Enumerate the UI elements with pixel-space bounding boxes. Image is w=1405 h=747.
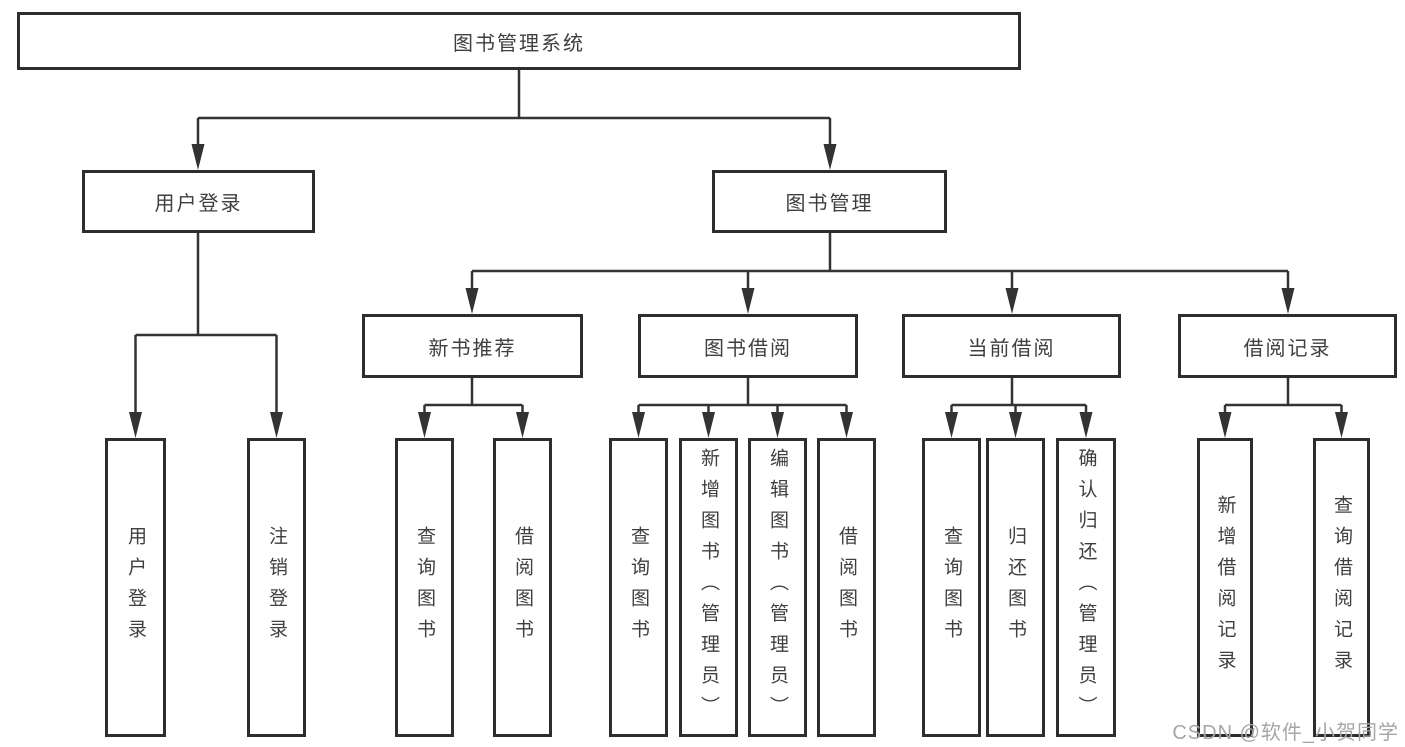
arrowheads	[129, 144, 1348, 438]
node-borrow-records: 借阅记录	[1178, 314, 1397, 378]
node-book-borrow-label: 图书借阅	[704, 337, 792, 360]
leaf-borrow-books-label: 借阅图书	[836, 525, 857, 650]
node-book-management-label: 图书管理	[785, 193, 874, 215]
leaf-query-books-recommend-label: 查询图书	[414, 525, 435, 650]
node-borrow-records-label: 借阅记录	[1243, 337, 1332, 360]
node-current-borrow-label: 当前借阅	[967, 337, 1056, 360]
leaf-query-books-recommend: 查询图书	[395, 438, 454, 737]
leaf-add-book-admin-label: 新增图书（管理员）	[698, 448, 719, 727]
leaf-borrow-books-recommend-label: 借阅图书	[512, 525, 533, 650]
node-current-borrow: 当前借阅	[902, 314, 1121, 378]
node-user-login: 用户登录	[82, 170, 315, 233]
leaf-borrow-books: 借阅图书	[817, 438, 876, 737]
leaf-query-books-current: 查询图书	[922, 438, 981, 737]
leaf-user-login-label: 用户登录	[125, 525, 146, 650]
leaf-query-borrow-record: 查询借阅记录	[1313, 438, 1370, 737]
node-book-borrow: 图书借阅	[638, 314, 858, 378]
leaf-return-book-label: 归还图书	[1005, 525, 1026, 650]
leaf-add-borrow-record: 新增借阅记录	[1197, 438, 1253, 737]
leaf-add-borrow-record-label: 新增借阅记录	[1214, 494, 1236, 681]
leaf-add-book-admin: 新增图书（管理员）	[679, 438, 738, 737]
leaf-confirm-return-admin-label: 确认归还（管理员）	[1075, 448, 1097, 727]
leaf-borrow-books-recommend: 借阅图书	[493, 438, 552, 737]
node-system-root-label: 图书管理系统	[453, 32, 585, 55]
node-book-management: 图书管理	[712, 170, 947, 233]
leaf-edit-book-admin-label: 编辑图书（管理员）	[767, 448, 788, 727]
node-new-book-recommend-label: 新书推荐	[428, 337, 517, 360]
leaf-query-borrow-record-label: 查询借阅记录	[1331, 494, 1352, 681]
node-user-login-label: 用户登录	[154, 193, 243, 215]
leaf-return-book: 归还图书	[986, 438, 1045, 737]
csdn-watermark: CSDN @软件_小贺同学	[1172, 722, 1399, 744]
node-system-root: 图书管理系统	[17, 12, 1021, 70]
leaf-logout-label: 注销登录	[266, 525, 287, 650]
leaf-query-books-borrow: 查询图书	[609, 438, 668, 737]
leaf-query-books-borrow-label: 查询图书	[628, 525, 649, 650]
leaf-user-login: 用户登录	[105, 438, 166, 737]
leaf-edit-book-admin: 编辑图书（管理员）	[748, 438, 807, 737]
leaf-query-books-current-label: 查询图书	[941, 525, 962, 650]
node-new-book-recommend: 新书推荐	[362, 314, 583, 378]
leaf-logout: 注销登录	[247, 438, 306, 737]
leaf-confirm-return-admin: 确认归还（管理员）	[1056, 438, 1116, 737]
